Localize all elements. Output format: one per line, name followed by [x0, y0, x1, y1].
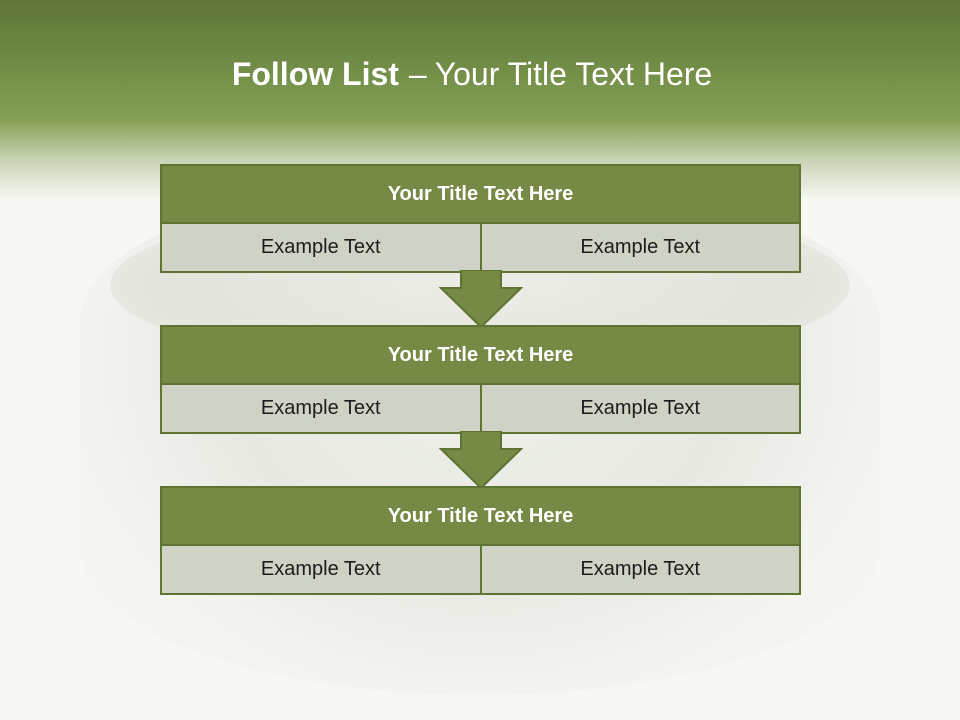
- step-title: Your Title Text Here: [162, 327, 799, 385]
- step-row: Example Text Example Text: [162, 385, 799, 432]
- down-arrow-icon: [439, 431, 523, 489]
- slide-title-bold: Follow List: [231, 56, 399, 92]
- slide-title: Follow List–Your Title Text Here: [0, 56, 944, 93]
- step-box-2: Your Title Text Here Example Text Exampl…: [160, 325, 801, 434]
- step-title: Your Title Text Here: [162, 166, 799, 224]
- step-cell-right: Example Text: [479, 546, 800, 593]
- step-box-1: Your Title Text Here Example Text Exampl…: [160, 164, 801, 273]
- step-row: Example Text Example Text: [162, 224, 799, 271]
- step-box-3: Your Title Text Here Example Text Exampl…: [160, 486, 801, 595]
- slide-title-dash: –: [408, 56, 427, 92]
- step-cell-left: Example Text: [260, 397, 381, 419]
- down-arrow-icon: [439, 270, 523, 328]
- step-cell-left: Example Text: [260, 558, 381, 580]
- step-title: Your Title Text Here: [162, 488, 799, 546]
- step-cell-left: Example Text: [260, 236, 381, 258]
- step-cell-right: Example Text: [479, 385, 800, 432]
- step-cell-right: Example Text: [479, 224, 800, 271]
- step-row: Example Text Example Text: [162, 546, 799, 593]
- slide-title-rest: Your Title Text Here: [434, 56, 713, 92]
